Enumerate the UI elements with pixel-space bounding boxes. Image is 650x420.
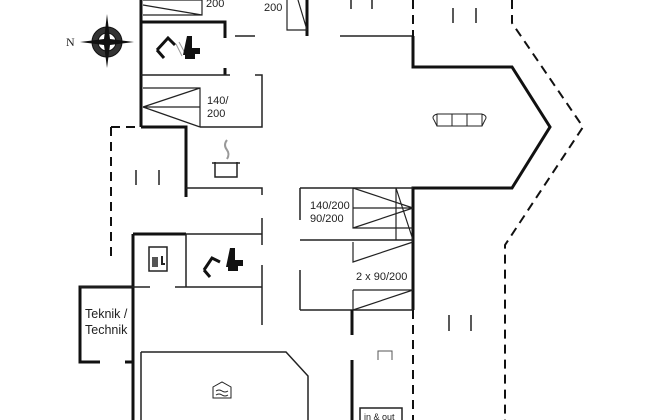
bottom-box-label: in & out (364, 412, 395, 420)
technical-room-line2: Technik (85, 323, 128, 337)
closet-icon (377, 350, 393, 360)
bottom-box (359, 407, 403, 420)
bedroom-1-size-line2: 200 (207, 108, 225, 120)
pool (140, 351, 309, 420)
window-marks (135, 0, 477, 331)
bedroom-2-size-line2: 90/200 (310, 213, 344, 225)
walls (78, 0, 585, 420)
top-bed-right-size: 200 (264, 2, 282, 14)
compass-north-label: N (66, 35, 75, 49)
technical-room-line1: Teknik / (85, 307, 128, 321)
sofa-icon (432, 113, 487, 127)
bedroom-1-size-line1: 140/ (207, 95, 229, 107)
bed-icons (142, 0, 414, 311)
shower-icon (155, 35, 221, 278)
toilet-icon (183, 36, 243, 271)
bedroom-3-size: 2 x 90/200 (356, 271, 407, 283)
sauna-icon (148, 246, 168, 272)
bedroom-2-size-line1: 140/200 (310, 200, 350, 212)
pool-icon (212, 381, 232, 399)
compass-rose-icon (80, 14, 134, 68)
top-bed-left-size: 200 (206, 0, 224, 10)
cooking-pot-icon (212, 139, 240, 178)
